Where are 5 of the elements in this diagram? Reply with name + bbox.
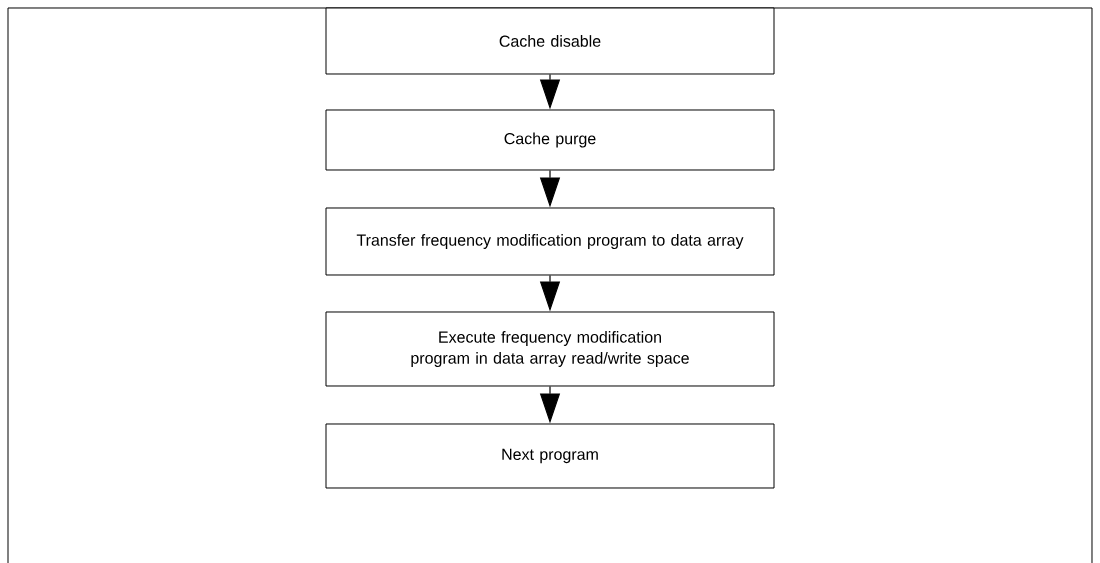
process-box: Transfer frequency modification program to data array	[325, 207, 775, 276]
process-box: Next program	[325, 423, 775, 489]
process-box: Execute frequency modification program in data array read/write space	[325, 311, 775, 387]
process-box: Cache purge	[325, 109, 775, 171]
process-box: Cache disable	[325, 7, 775, 75]
